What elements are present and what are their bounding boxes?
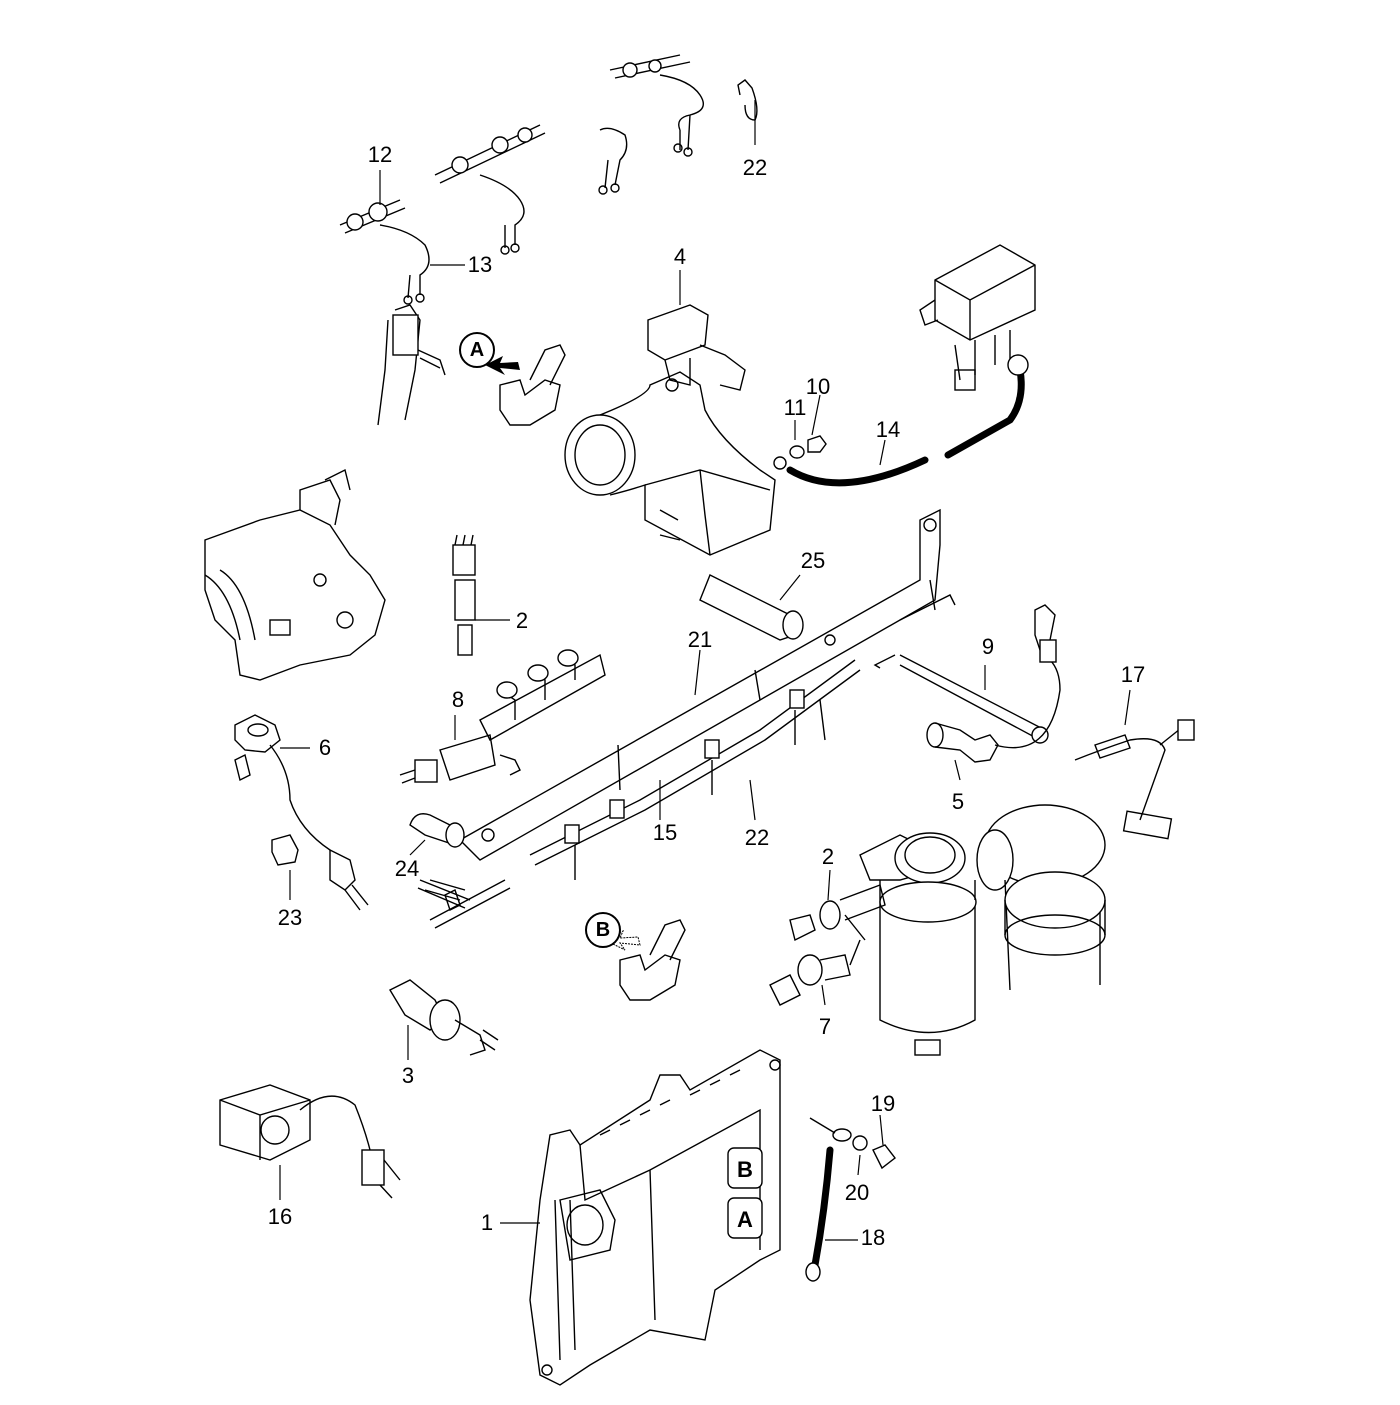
injector-harness-top: [339, 54, 758, 426]
callout-24: 24: [394, 856, 420, 881]
callout-16: 16: [267, 1204, 293, 1229]
ground-strap-part: [805, 1117, 896, 1282]
connector-marker-a: A: [459, 332, 495, 368]
sensor-2-7-lower-part: [769, 884, 886, 1006]
callout-4: 4: [673, 244, 687, 269]
ecu-port-a-label: A: [737, 1207, 753, 1232]
callout-25: 25: [800, 548, 826, 573]
sensor-3-part: [389, 979, 499, 1056]
sensor-5-part: [926, 604, 1061, 763]
connector-a-part: [485, 344, 566, 426]
relay-cable-part: [773, 244, 1036, 487]
callout-21: 21: [687, 627, 713, 652]
hose-harness-part: [424, 579, 1049, 929]
callout-14: 14: [875, 417, 901, 442]
callout-17: 17: [1120, 662, 1146, 687]
callout-11: 11: [783, 395, 807, 420]
callout-8: 8: [451, 687, 465, 712]
sensor-6-part: [234, 714, 369, 911]
callout-6: 6: [318, 735, 332, 760]
pipes-24-25-part: [417, 879, 471, 911]
ecu-port-b-label: B: [737, 1157, 753, 1182]
callout-13: 13: [467, 252, 493, 277]
sensor-16-part: [219, 1084, 401, 1199]
callout-22-mid: 22: [744, 825, 770, 850]
callout-2-upper: 2: [515, 608, 529, 633]
callout-22-top: 22: [742, 155, 768, 180]
fuel-rail-part: [399, 508, 941, 861]
intake-elbow-part: [564, 304, 776, 556]
ecu-part: [529, 1049, 781, 1386]
callout-10: 10: [805, 374, 831, 399]
callout-1: 1: [480, 1210, 494, 1235]
callout-23: 23: [277, 905, 303, 930]
sensor-2-upper-part: [452, 534, 476, 656]
callout-15: 15: [652, 820, 678, 845]
leader-lines: [279, 100, 1131, 1241]
connector-marker-b: B: [585, 912, 621, 948]
callout-12: 12: [367, 142, 393, 167]
callout-19: 19: [870, 1091, 896, 1116]
callout-20: 20: [844, 1180, 870, 1205]
callout-2-lower: 2: [821, 844, 835, 869]
high-pressure-pump-part: [204, 468, 386, 681]
fuel-filter-part: [859, 719, 1195, 1056]
callout-7: 7: [818, 1014, 832, 1039]
callout-9: 9: [981, 634, 995, 659]
callout-3: 3: [401, 1063, 415, 1088]
callout-5: 5: [951, 789, 965, 814]
callout-18: 18: [860, 1225, 886, 1250]
